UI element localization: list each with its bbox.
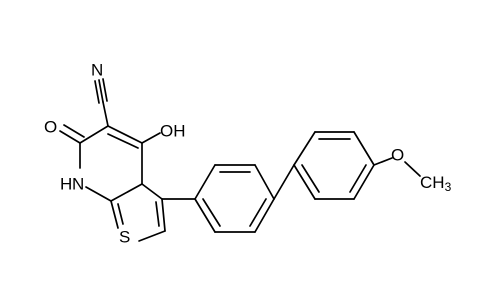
bond-c7a-s	[110, 200, 119, 229]
ring-nh-label: H	[60, 175, 72, 194]
bond-ring1	[249, 198, 267, 227]
carbonyl-oxygen-label: O	[44, 118, 57, 137]
bond-ring2	[353, 164, 375, 200]
bond-nitrile	[94, 80, 100, 104]
bond-carbonyl	[59, 130, 81, 144]
bond-c5-cn	[102, 101, 109, 127]
bond-ring2	[353, 131, 375, 166]
bond-ring1	[202, 198, 221, 227]
bond-c7a-c3a	[110, 183, 143, 202]
bond-aryl-o	[373, 157, 393, 166]
bond-c7a-s	[117, 203, 124, 225]
bond-o-ch3	[404, 161, 421, 177]
methyl-label: CH3	[420, 173, 452, 195]
bond-c5-c6	[79, 125, 109, 144]
methyl-subscript: 3	[445, 180, 452, 194]
bond-ring1	[194, 198, 216, 233]
bond-c4-oh	[141, 132, 161, 144]
sulfur-label: S	[119, 228, 130, 247]
bond-c2-c3	[155, 201, 160, 227]
bond-ring1	[254, 164, 275, 200]
bond-ring1	[254, 198, 275, 233]
hydroxyl-label: OH	[160, 122, 186, 141]
bond-ring2	[301, 164, 320, 193]
methyl-ch-text: CH	[420, 173, 445, 192]
nitrile-nitrogen-label: N	[91, 61, 103, 80]
bond-ring2	[293, 131, 316, 166]
bond-set	[59, 78, 421, 242]
bond-c2-c3	[161, 198, 166, 232]
ether-oxygen-label: O	[391, 146, 404, 165]
bond-c5-c4	[107, 133, 139, 149]
bond-carbonyl	[63, 124, 85, 138]
bond-ring2	[293, 164, 316, 200]
bond-biaryl	[273, 164, 295, 200]
bond-nitrile	[102, 78, 108, 102]
bond-nitrile	[98, 79, 104, 103]
bond-ring1	[194, 164, 216, 200]
bond-ring2	[349, 164, 367, 193]
bond-s-c2	[138, 230, 166, 242]
ring-n-label: N	[72, 175, 84, 194]
bond-c5-c4	[107, 125, 143, 144]
bond-n7-c7a	[85, 186, 112, 202]
bond-c3-c3a	[141, 183, 163, 200]
atom-label-set: N OH O H N S O CH3	[44, 61, 452, 247]
